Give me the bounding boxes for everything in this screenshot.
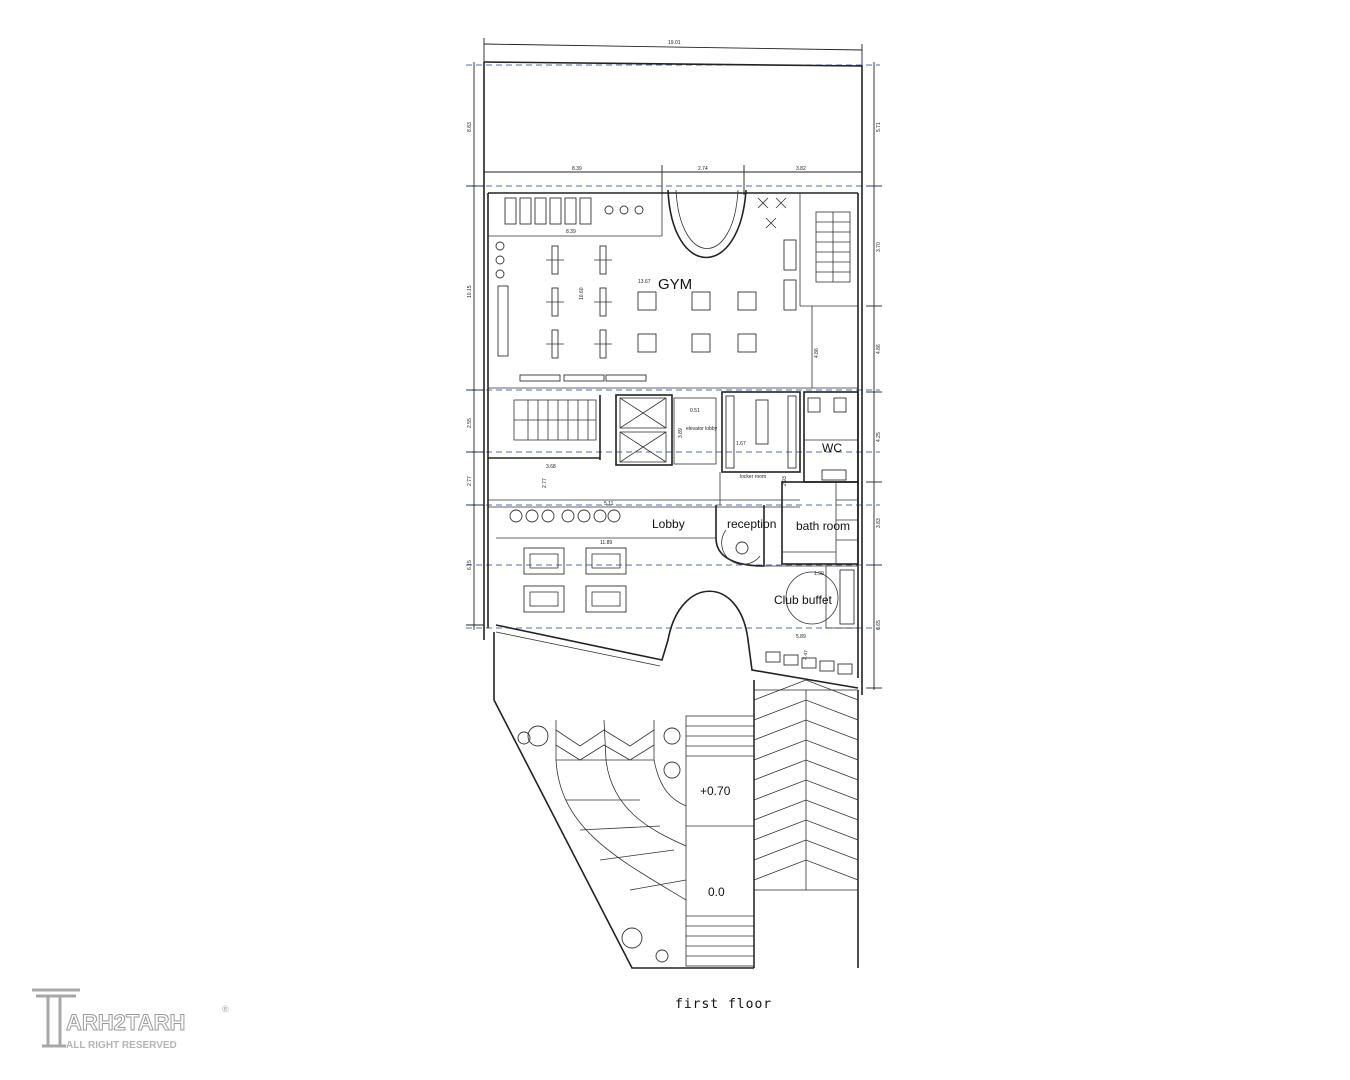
bath-room: bath room xyxy=(781,481,859,565)
dim-buffet: 2.47 xyxy=(802,650,810,661)
building-outline xyxy=(483,61,863,695)
dim-elev-w: 0.51 xyxy=(690,408,700,414)
dim-top-seg-2: 2.74 xyxy=(698,166,708,172)
dim-right-4: 4.25 xyxy=(876,432,882,442)
dim-gym-inner: 4.86 xyxy=(814,348,820,358)
x-markers xyxy=(757,197,787,229)
dim-right-1: 5.71 xyxy=(876,122,882,132)
dim-corridor-h: 2.77 xyxy=(542,478,548,488)
right-dimension-lines: 5.71 3.70 4.86 4.25 3.83 6.65 xyxy=(866,62,882,690)
dim-top-seg-1: 8.39 xyxy=(572,166,582,172)
dumbbell-racks xyxy=(497,285,647,382)
dim-corridor: 5.11 xyxy=(604,501,614,507)
lobby-seating xyxy=(509,509,627,613)
site-lower: +0.70 0.0 xyxy=(493,632,859,969)
dim-curve: 5.89 xyxy=(796,634,806,640)
dim-locker-h: 2.93 xyxy=(782,476,788,486)
room-label-gym: GYM xyxy=(658,276,692,293)
dim-elev-h: 3.89 xyxy=(678,428,684,438)
left-dimension-lines: 8.83 10.15 2.55 2.77 6.15 xyxy=(466,62,484,630)
dim-lobby-width: 11.89 xyxy=(600,540,612,546)
dim-gym-width: 13.67 xyxy=(638,279,651,285)
top-dimension-lines: 19.01 8.39 2.74 3.82 xyxy=(483,38,863,195)
room-label-reception: reception xyxy=(727,517,776,531)
dim-buffet-w: 1.99 xyxy=(814,571,824,577)
dim-gym-inner-a: 8.39 xyxy=(566,229,576,235)
level-upper: +0.70 xyxy=(700,784,731,798)
dim-left-4: 2.77 xyxy=(467,476,473,486)
service-core: 3.68 elevator lobby 0.51 3.89 locker roo… xyxy=(488,391,859,505)
dim-right-3: 4.86 xyxy=(876,344,882,354)
room-label-elevator-lobby: elevator lobby xyxy=(686,426,718,432)
treadmills xyxy=(504,197,592,225)
watermark-tagline: ALL RIGHT RESERVED xyxy=(66,1040,177,1051)
exercise-bikes xyxy=(495,205,644,279)
dim-left-1: 8.83 xyxy=(467,122,473,132)
front-planters xyxy=(765,651,853,675)
landscape-trees xyxy=(517,725,681,963)
pillar-icon xyxy=(32,988,80,1048)
lobby-area: 5.11 2.77 Lobby 11.89 reception xyxy=(496,478,776,613)
room-label-bath-room: bath room xyxy=(796,519,850,533)
club-buffet: Club buffet 1.99 5.89 2.47 xyxy=(764,565,858,675)
weight-benches xyxy=(546,245,612,359)
room-label-lobby: Lobby xyxy=(652,517,685,531)
dim-left-2: 10.15 xyxy=(467,285,473,298)
gym-stair xyxy=(815,211,851,283)
dim-locker-w: 1.67 xyxy=(736,441,746,447)
room-label-locker-room: locker room xyxy=(740,474,766,480)
level-lower: 0.0 xyxy=(708,885,725,899)
dim-top-total: 19.01 xyxy=(668,40,681,46)
dim-top-seg-3: 3.82 xyxy=(796,166,806,172)
drawing-caption: first floor xyxy=(675,997,772,1012)
dim-left-3: 2.55 xyxy=(467,418,473,428)
watermark-logo: ARH2TARH ALL RIGHT RESERVED ® xyxy=(32,988,229,1051)
watermark-brand: ARH2TARH xyxy=(66,1010,185,1035)
dim-right-2: 3.70 xyxy=(876,242,882,252)
dim-gym-depth: 10.60 xyxy=(579,287,585,300)
watermark-registered: ® xyxy=(222,1004,229,1014)
dim-stair: 3.68 xyxy=(546,464,556,470)
dim-right-6: 6.65 xyxy=(876,620,882,630)
room-label-club-buffet: Club buffet xyxy=(774,593,832,607)
room-label-wc: WC xyxy=(822,441,842,455)
gym-machines xyxy=(637,291,757,353)
dim-right-5: 3.83 xyxy=(876,518,882,528)
gym-area: GYM 8.39 13.67 10.60 4.86 xyxy=(488,189,858,388)
